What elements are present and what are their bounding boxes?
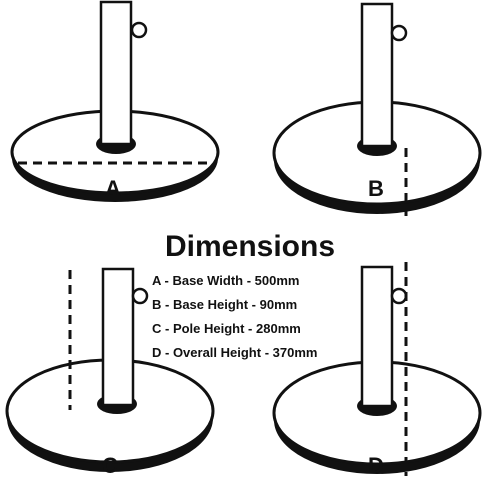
figure-label-b: B (368, 176, 384, 201)
dimension-item-b: B - Base Height - 90mm (152, 297, 298, 312)
umbrella-base-b (272, 2, 482, 216)
page-title: Dimensions (164, 230, 336, 263)
pole-d (360, 265, 394, 408)
dimension-item-a: A - Base Width - 500mm (152, 273, 300, 288)
pole-c (101, 267, 135, 407)
screw-c-knob (131, 287, 149, 305)
figure-label-c: C (102, 453, 118, 478)
pole-a (99, 0, 133, 146)
figure-label-a: A (105, 176, 121, 201)
dimension-item-c: C - Pole Height - 280mm (152, 321, 301, 336)
screw-b-knob (390, 24, 408, 42)
dimension-item-d: D - Overall Height - 370mm (152, 345, 318, 360)
screw-a-knob (130, 21, 148, 39)
umbrella-base-d (272, 262, 482, 476)
dimension-list: A - Base Width - 500mm B - Base Height -… (152, 273, 317, 369)
pole-b (360, 2, 394, 148)
screw-d-knob (390, 287, 408, 305)
umbrella-base-c (5, 267, 215, 472)
figure-label-d: D (368, 453, 384, 478)
umbrella-base-a (10, 0, 220, 202)
